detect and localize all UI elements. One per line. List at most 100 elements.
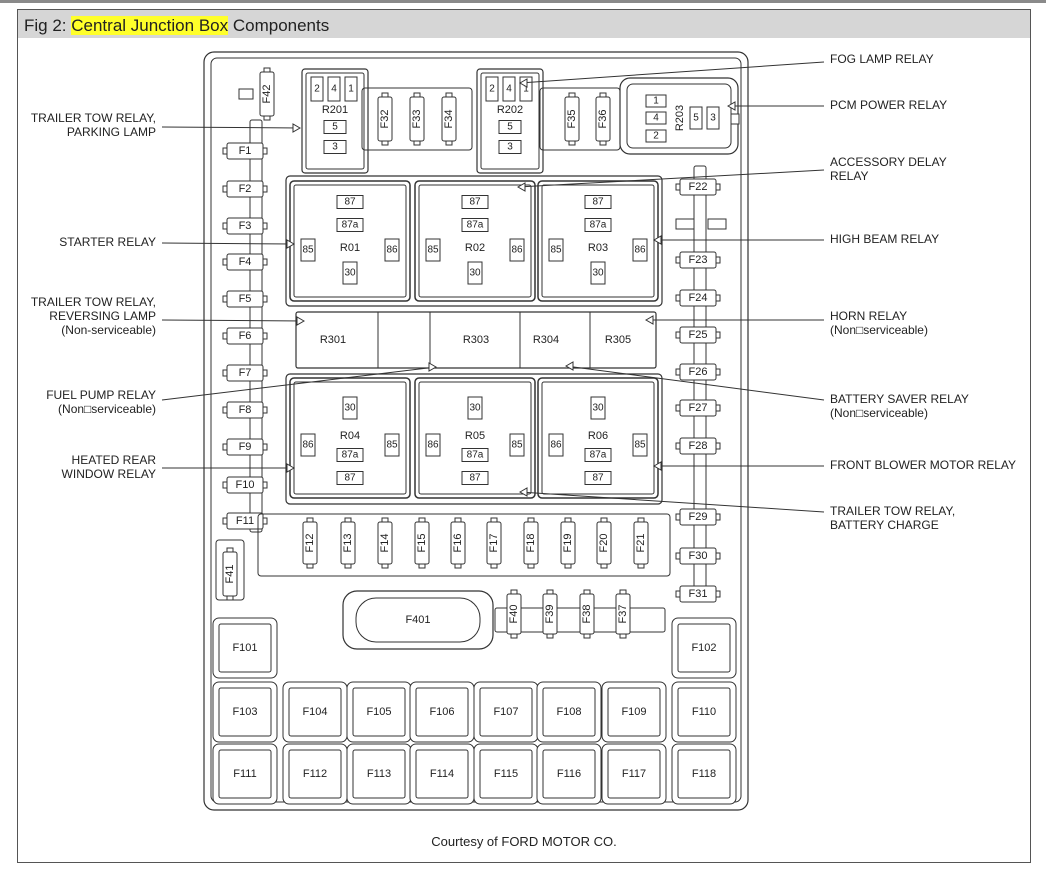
leader-accessory-delay xyxy=(517,169,825,188)
fuse-label-f40: F40 xyxy=(508,605,520,624)
arrow-pcm-power xyxy=(726,101,736,111)
pin-85-label: 85 xyxy=(427,245,439,256)
pin-86 xyxy=(548,433,564,457)
pin-30 xyxy=(342,396,358,420)
fuse-label-f18: F18 xyxy=(525,534,537,553)
fuse-label-f13: F13 xyxy=(342,534,354,553)
callout-battery-saver-line-0: BATTERY SAVER RELAY xyxy=(830,392,969,406)
relay-r201-pin-d-label: 5 xyxy=(332,122,338,133)
maxi-fuse-f109 xyxy=(607,687,661,737)
callout-horn-line-0: HORN RELAY xyxy=(830,309,907,323)
callout-accessory-delay-line-0: ACCESSORY DELAY xyxy=(830,155,947,169)
callout-fog-lamp-line-0: FOG LAMP RELAY xyxy=(830,52,934,66)
relay-r203-pin-d-label: 5 xyxy=(693,113,699,124)
fuse-label-f30: F30 xyxy=(689,550,708,562)
fuse-f31 xyxy=(679,585,717,603)
callout-trailer-tow-reversing-line-1: REVERSING LAMP xyxy=(49,309,156,323)
relay-r301: R301 xyxy=(320,334,346,346)
fuse-label-f11: F11 xyxy=(236,515,254,527)
fuse-label-f16: F16 xyxy=(452,534,464,553)
relay-r05 xyxy=(414,377,536,499)
relay-r02 xyxy=(414,180,536,302)
pin-87-label: 87 xyxy=(344,473,356,484)
relay-r01 xyxy=(289,180,411,302)
callout-fuel-pump-line-1: (Non□serviceable) xyxy=(58,402,156,416)
relay-r203-tab xyxy=(730,113,740,125)
pin-86-label: 86 xyxy=(634,245,646,256)
fuse-label-f19: F19 xyxy=(562,534,574,553)
arrow-front-blower xyxy=(652,461,662,471)
caption-suffix: Components xyxy=(228,16,330,35)
fuse-f35 xyxy=(564,96,580,142)
fuse-label-f36: F36 xyxy=(597,110,609,129)
pin-85 xyxy=(300,238,316,262)
pin-30 xyxy=(467,261,483,285)
arrow-trailer-tow-battery xyxy=(518,487,528,497)
relay-r203-pin-b-label: 4 xyxy=(653,113,659,124)
pin-87a xyxy=(584,448,612,462)
pin-30 xyxy=(467,396,483,420)
pin-86-label: 86 xyxy=(511,245,523,256)
fuse-label-f35: F35 xyxy=(566,110,578,129)
relay-r202-pin-d-label: 5 xyxy=(507,122,513,133)
relay-label-r02: R02 xyxy=(465,242,485,254)
maxi-fuse-label-f112: F112 xyxy=(303,768,327,780)
fuse-f23 xyxy=(679,251,717,269)
pin-85 xyxy=(632,433,648,457)
arrow-accessory-delay xyxy=(516,182,526,192)
arrow-fog-lamp xyxy=(518,78,528,88)
pin-30-label: 30 xyxy=(592,268,604,279)
relay-r201-pin-c-label: 1 xyxy=(348,84,354,95)
pin-86 xyxy=(425,433,441,457)
relay-r202-pin-a xyxy=(485,76,499,102)
fuse-label-f42: F42 xyxy=(261,85,273,104)
relay-label-r04: R04 xyxy=(340,430,360,442)
fuse-f8 xyxy=(226,401,264,419)
leader-trailer-tow-reversing xyxy=(161,319,305,322)
fuse-f39 xyxy=(542,593,558,635)
pin-87a-label: 87a xyxy=(467,450,484,461)
maxi-fuse-label-f114: F114 xyxy=(430,768,454,780)
relay-r04 xyxy=(289,377,411,499)
pin-87a-label: 87a xyxy=(342,450,359,461)
fuse-f27 xyxy=(679,399,717,417)
maxi-fuse-label-f113: F113 xyxy=(367,768,391,780)
callout-trailer-tow-parking-line-1: PARKING LAMP xyxy=(67,125,156,139)
relay-r203-pin-a xyxy=(645,94,667,108)
pin-87a xyxy=(584,218,612,232)
fuse-label-f24: F24 xyxy=(689,292,708,304)
leader-trailer-tow-parking xyxy=(161,126,301,129)
maxi-fuse-f115 xyxy=(479,749,533,799)
caption-bar: Fig 2: Central Junction Box Components xyxy=(18,10,1030,38)
pin-85 xyxy=(509,433,525,457)
fuse-f18 xyxy=(523,521,539,565)
maxi-fuse-f114 xyxy=(415,749,469,799)
fuse-f10 xyxy=(226,476,264,494)
fuse-block-left xyxy=(361,87,473,151)
pin-87a-label: 87a xyxy=(590,450,607,461)
fuse-f21 xyxy=(633,521,649,565)
fuse-f3 xyxy=(226,217,264,235)
pin-87a xyxy=(461,448,489,462)
callout-accessory-delay-line-1: RELAY xyxy=(830,169,868,183)
maxi-fuse-f113 xyxy=(352,749,406,799)
fuse-f22 xyxy=(679,178,717,196)
maxi-fuse-label-f110: F110 xyxy=(692,706,716,718)
leader-fuel-pump xyxy=(161,366,437,401)
pin-85-label: 85 xyxy=(511,440,523,451)
fuse-f6 xyxy=(226,327,264,345)
right-spare-slot-b xyxy=(707,218,727,230)
maxi-fuse-f112 xyxy=(288,749,342,799)
fuse-label-f41: F41 xyxy=(224,565,236,584)
pin-86 xyxy=(300,433,316,457)
relay-r06 xyxy=(537,377,659,499)
right-spare-slot-a xyxy=(675,218,695,230)
pin-86-label: 86 xyxy=(302,440,314,451)
fuse-label-f10: F10 xyxy=(236,479,255,491)
fuse-label-f34: F34 xyxy=(443,110,455,129)
pin-87a-label: 87a xyxy=(342,220,359,231)
fuse-f24 xyxy=(679,289,717,307)
relay-r203-pin-c-label: 2 xyxy=(653,131,659,142)
relay-r203-pin-a-label: 1 xyxy=(653,96,659,107)
